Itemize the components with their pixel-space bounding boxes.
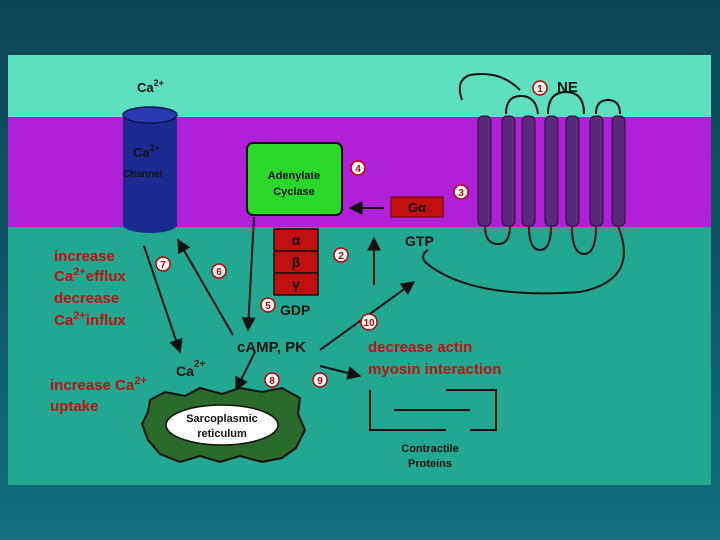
contractile-label-1: Contractile [401, 443, 458, 455]
sarco-label-2: reticulum [197, 428, 247, 440]
step-marker-6: 6 [212, 264, 226, 278]
extracellular-region [8, 55, 711, 117]
left-text-2: Ca2+efflux [54, 266, 126, 285]
svg-text:6: 6 [216, 267, 222, 278]
svg-text:9: 9 [317, 376, 323, 387]
contractile-label-2: Proteins [408, 458, 452, 470]
ne-label: NE [557, 79, 578, 96]
cytoplasm-region [8, 227, 711, 485]
gamma-label: γ [292, 276, 300, 292]
step-marker-9: 9 [313, 373, 327, 387]
actin-text-1: decrease actin [368, 339, 472, 356]
svg-text:1: 1 [537, 84, 543, 95]
step-marker-5: 5 [261, 298, 275, 312]
gtp-label: GTP [405, 233, 434, 249]
gdp-label: GDP [280, 302, 310, 318]
svg-text:5: 5 [265, 301, 271, 312]
svg-text:3: 3 [458, 188, 464, 199]
step-marker-4: 4 [351, 161, 365, 175]
uptake-text-2: uptake [50, 398, 98, 415]
step-marker-3: 3 [454, 185, 468, 199]
svg-text:2: 2 [338, 251, 344, 262]
actin-text-2: myosin interaction [368, 361, 501, 378]
step-marker-1: 1 [533, 81, 547, 95]
alpha-label: α [292, 232, 301, 248]
left-text-3: decrease [54, 290, 119, 307]
uptake-text-1: increase Ca2+ [50, 375, 147, 394]
svg-text:8: 8 [269, 376, 275, 387]
svg-text:7: 7 [160, 260, 166, 271]
camp-pk-label: cAMP, PK [237, 339, 306, 356]
step-marker-7: 7 [156, 257, 170, 271]
adenylate-label-2: Cyclase [273, 186, 315, 198]
step-marker-10: 10 [361, 314, 377, 330]
sarco-label-1: Sarcoplasmic [186, 413, 258, 425]
channel-label: Channel [123, 169, 163, 180]
step-marker-2: 2 [334, 248, 348, 262]
svg-text:10: 10 [363, 318, 375, 329]
beta-label: β [292, 254, 301, 270]
svg-text:4: 4 [355, 164, 361, 175]
g-alpha-label: Gα [408, 200, 426, 215]
adenylate-label-1: Adenylate [268, 170, 321, 182]
left-text-1: increase [54, 248, 115, 265]
left-text-4: Ca2+influx [54, 310, 126, 329]
step-marker-8: 8 [265, 373, 279, 387]
